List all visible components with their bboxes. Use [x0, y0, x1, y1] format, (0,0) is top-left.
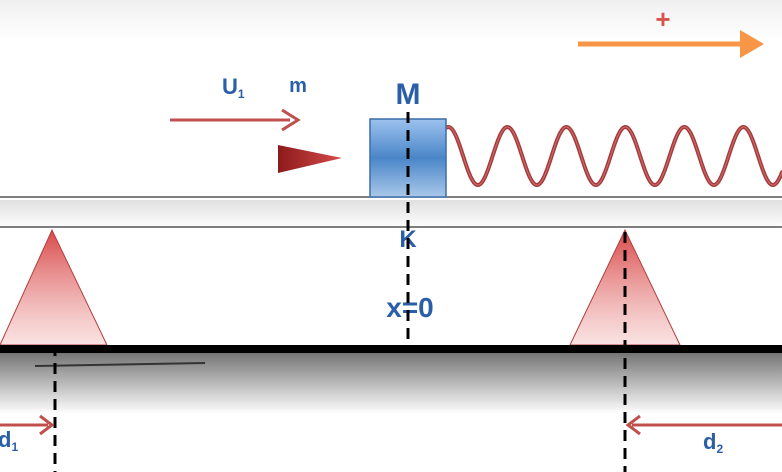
d2-arrow	[625, 414, 782, 436]
spring	[444, 125, 782, 188]
plus-sign-label: +	[655, 4, 670, 34]
positive-direction-arrow	[578, 30, 764, 58]
u1-label: U1	[222, 74, 245, 101]
small-mass-wedge	[278, 145, 342, 173]
d2-label: d2	[703, 429, 723, 456]
m-label: m	[289, 75, 307, 97]
beam-shadow	[0, 200, 782, 230]
d1-label: d1	[0, 427, 18, 454]
d1-arrow	[0, 414, 55, 436]
floor-shadow	[0, 352, 782, 414]
top-shadow	[0, 0, 782, 40]
spring-highlight	[445, 126, 782, 186]
block-M-label: M	[396, 78, 421, 111]
floor-reflection-line	[34, 362, 206, 367]
velocity-u1-arrow	[170, 108, 301, 132]
origin-label: x=0	[386, 292, 434, 323]
left-support-triangle	[0, 228, 108, 346]
floor	[0, 345, 782, 353]
